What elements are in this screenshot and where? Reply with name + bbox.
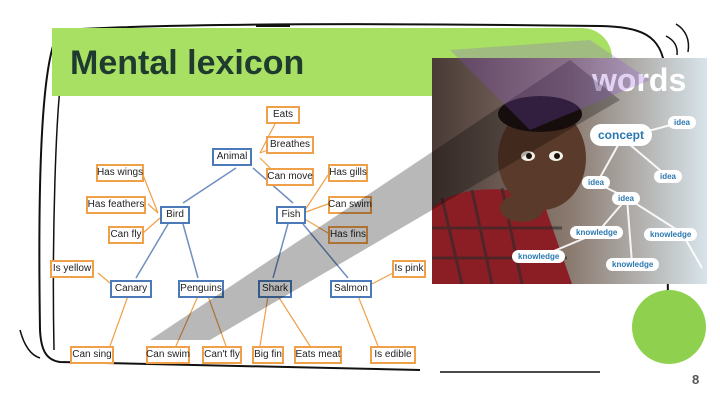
- node-can-swim-penguin: Can swim: [146, 346, 190, 364]
- node-eats-meat: Eats meat: [294, 346, 342, 364]
- bubble-knowledge-4: knowledge: [606, 258, 660, 271]
- node-can-fly: Can fly: [108, 226, 144, 244]
- node-shark: Shark: [258, 280, 292, 298]
- node-canary: Canary: [110, 280, 152, 298]
- node-is-pink: Is pink: [392, 260, 426, 278]
- page-title: Mental lexicon: [70, 44, 305, 82]
- page-number: 8: [692, 372, 700, 387]
- node-breathes: Breathes: [266, 136, 314, 154]
- bubble-idea-3: idea: [612, 192, 641, 205]
- node-animal: Animal: [212, 148, 252, 166]
- bubble-knowledge-1: knowledge: [570, 226, 624, 239]
- node-can-move: Can move: [266, 168, 314, 186]
- node-can-sing: Can sing: [70, 346, 114, 364]
- node-has-fins: Has fins: [328, 226, 368, 244]
- node-eats: Eats: [266, 106, 300, 124]
- bubble-idea-1: idea: [668, 116, 697, 129]
- node-penguins: Penguins: [178, 280, 224, 298]
- node-has-wings: Has wings: [96, 164, 144, 182]
- semantic-network-diagram: Eats Breathes Animal Can move Has wings …: [48, 98, 432, 370]
- bubble-idea-4: idea: [654, 170, 683, 183]
- node-is-yellow: Is yellow: [50, 260, 94, 278]
- bubble-knowledge-3: knowledge: [512, 250, 566, 263]
- node-is-edible: Is edible: [370, 346, 416, 364]
- node-big-fin: Big fin: [252, 346, 284, 364]
- node-can-swim-fish: Can swim: [328, 196, 372, 214]
- boy-with-word-cloud-photo: words concept idea idea idea idea knowle…: [432, 58, 707, 284]
- diagram-connectors: [97, 117, 394, 347]
- word-cloud-heading: words: [592, 62, 687, 98]
- bubble-concept: concept: [590, 124, 653, 146]
- node-cant-fly: Can't fly: [202, 346, 242, 364]
- node-bird: Bird: [160, 206, 190, 224]
- bubble-idea-2: idea: [582, 176, 611, 189]
- node-has-gills: Has gills: [328, 164, 368, 182]
- bubble-knowledge-2: knowledge: [644, 228, 698, 241]
- node-fish: Fish: [276, 206, 306, 224]
- node-salmon: Salmon: [330, 280, 372, 298]
- node-has-feathers: Has feathers: [86, 196, 146, 214]
- decorative-green-circle: [632, 290, 706, 364]
